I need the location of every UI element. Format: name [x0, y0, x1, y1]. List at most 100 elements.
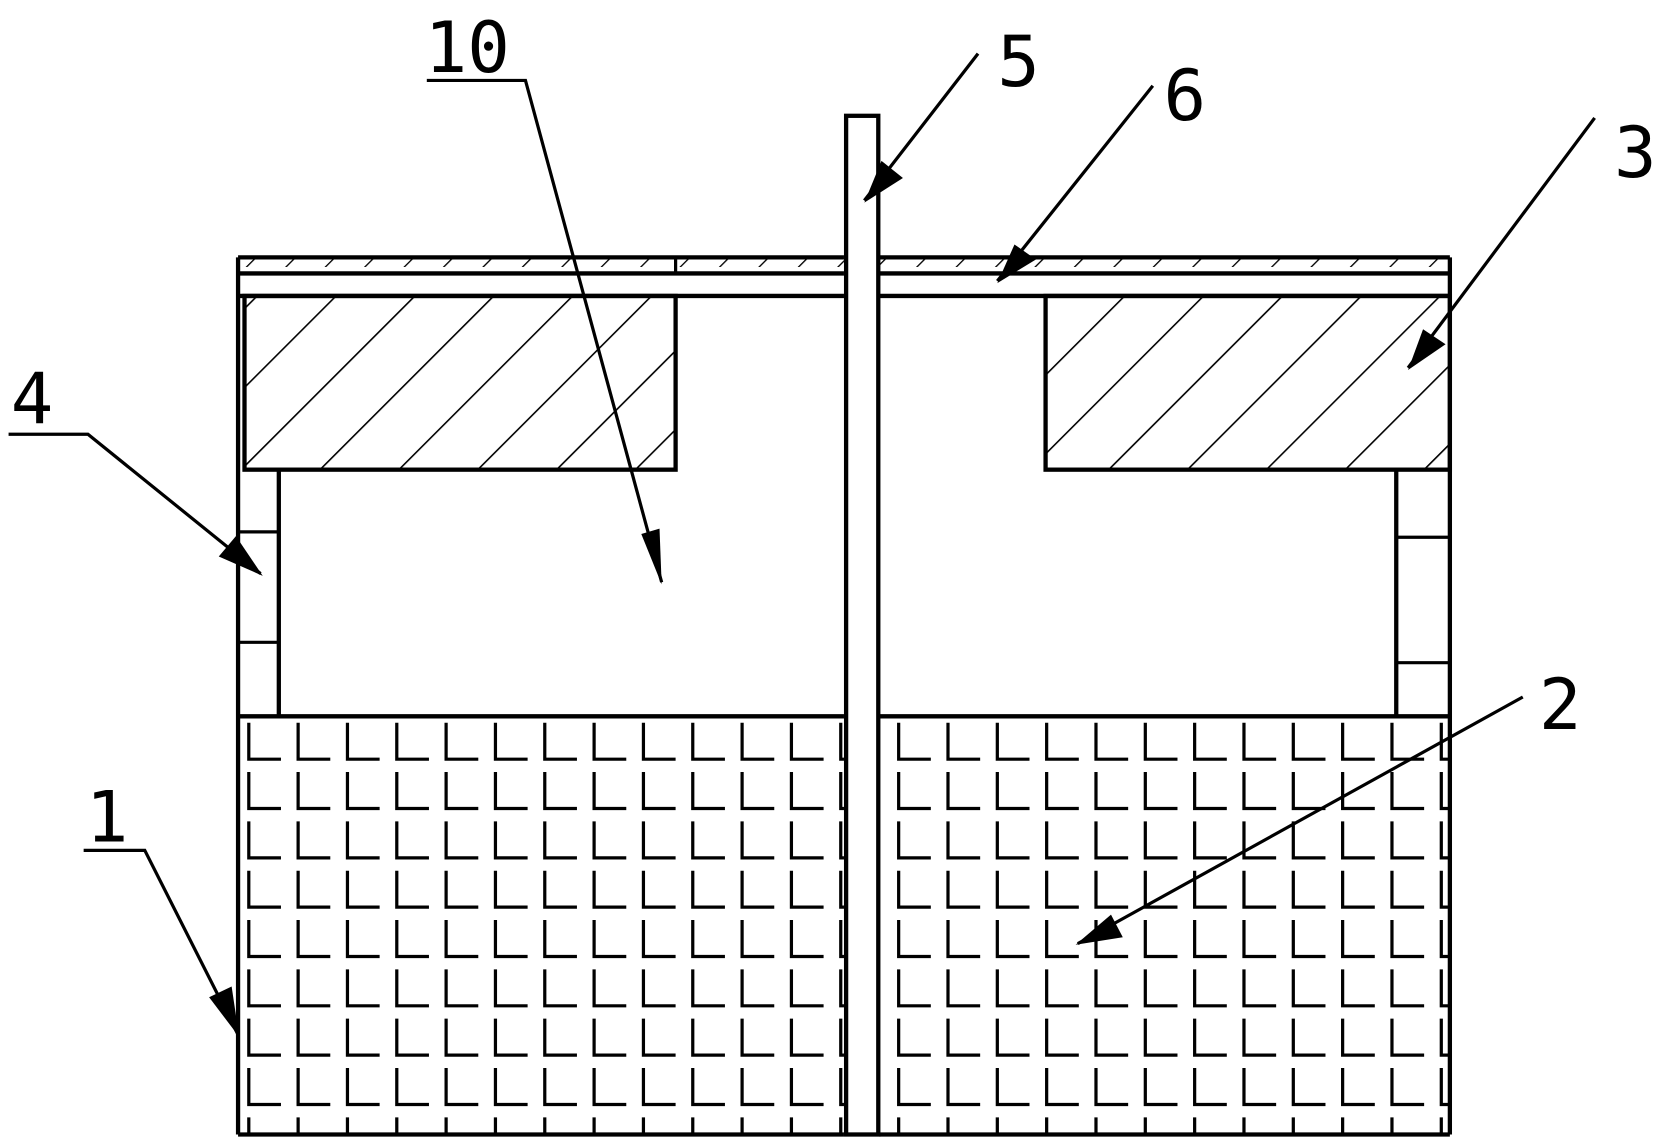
leader-4 — [8, 432, 262, 575]
grid-cell — [592, 969, 627, 1008]
grid-cell — [493, 722, 528, 761]
leader-10 — [426, 78, 664, 583]
grid-cell — [444, 870, 479, 909]
grid-cell — [1390, 870, 1425, 909]
grid-cell — [592, 772, 627, 811]
grid-cell — [740, 969, 775, 1008]
grid-cell — [1291, 1117, 1295, 1135]
grid-cell — [1390, 969, 1425, 1008]
grid-cell — [1242, 1117, 1246, 1135]
grid-cell — [691, 969, 725, 1008]
grid-cell — [641, 821, 676, 860]
grid-cell — [493, 1018, 528, 1057]
grid-cell — [839, 870, 844, 909]
grid-cell — [493, 821, 528, 860]
grid-cell — [395, 1068, 429, 1107]
grid-cell — [296, 969, 331, 1008]
grid-cell — [345, 1068, 380, 1107]
arrowhead-1 — [209, 986, 240, 1037]
hatched-block-left — [242, 293, 678, 472]
grid-cell — [493, 969, 528, 1008]
grid-cell — [592, 870, 627, 909]
grid-cell — [543, 722, 577, 761]
grid-cell — [1291, 772, 1326, 811]
grid-cell — [1439, 920, 1450, 959]
grid-cell — [839, 920, 844, 959]
grid-cell — [789, 870, 824, 909]
grid-cell — [789, 1018, 824, 1057]
grid-cell — [395, 1117, 399, 1135]
side-wall-right — [1394, 469, 1450, 717]
grid-cell — [946, 1018, 981, 1057]
grid-cell — [839, 1117, 843, 1135]
grid-cell — [641, 1117, 646, 1135]
grid-cell — [897, 920, 931, 959]
grid-cell — [789, 1117, 794, 1135]
grid-cell — [1439, 772, 1450, 811]
arrowhead-3 — [1408, 329, 1446, 370]
grid-cell — [1143, 722, 1178, 761]
grid-cell — [395, 969, 429, 1008]
grid-cell — [641, 722, 676, 761]
leader-3 — [1406, 116, 1596, 369]
grid-cell — [995, 722, 1030, 761]
grid-cell — [1291, 821, 1326, 860]
grid-cell — [1045, 870, 1079, 909]
grid-cell — [395, 722, 429, 761]
grid-cell — [247, 969, 281, 1008]
grid-cell — [1439, 1117, 1443, 1135]
grid-cell — [1094, 772, 1129, 811]
callout-1: 1 — [86, 776, 129, 859]
grid-cell — [247, 1018, 281, 1057]
grid-cell — [1193, 821, 1227, 860]
grid-cell — [946, 1068, 981, 1107]
grid-cell — [444, 1117, 448, 1135]
grid-cell — [1242, 969, 1277, 1008]
grid-cell — [1143, 1117, 1147, 1135]
grid-cell — [296, 1068, 331, 1107]
grid-cell — [1193, 870, 1227, 909]
grid-cell — [493, 772, 528, 811]
grid-cell — [247, 772, 281, 811]
grid-cell — [1291, 969, 1326, 1008]
callout-labels: 10 5 6 3 4 2 1 — [11, 6, 1657, 859]
grid-cell — [345, 969, 380, 1008]
grid-cell — [995, 821, 1030, 860]
grid-cell — [1390, 1117, 1394, 1135]
callout-6: 6 — [1164, 54, 1207, 137]
grid-cell — [946, 1117, 950, 1135]
grid-cell — [995, 969, 1030, 1008]
grid-cell — [444, 772, 479, 811]
grid-cell — [1143, 969, 1178, 1008]
grid-cell — [1341, 1068, 1375, 1107]
grid-cell — [345, 772, 380, 811]
grid-cell — [345, 920, 380, 959]
grid-cell — [1143, 1018, 1178, 1057]
grid-cell — [444, 722, 479, 761]
grid-cell — [897, 969, 931, 1008]
grid-cell — [1045, 1117, 1049, 1135]
grid-cell — [1439, 722, 1450, 761]
grid-cell — [395, 870, 429, 909]
grid-cell — [592, 920, 627, 959]
grid-cell — [296, 772, 331, 811]
grid-cell — [946, 969, 981, 1008]
grid-cell — [1143, 772, 1178, 811]
grid-cell — [995, 870, 1030, 909]
grid-cell — [1193, 1117, 1197, 1135]
grid-cell — [1341, 821, 1375, 860]
grid-cell — [691, 1117, 695, 1135]
grid-cell — [1341, 1117, 1345, 1135]
grid-cell — [839, 1018, 844, 1057]
grid-cell — [444, 821, 479, 860]
grid-cell — [839, 772, 844, 811]
grid-cell — [493, 870, 528, 909]
grid-cell — [1291, 920, 1326, 959]
grid-cell — [839, 969, 844, 1008]
grid-cell — [691, 870, 725, 909]
grid-cell — [1439, 870, 1450, 909]
grid-cell — [543, 920, 577, 959]
grid-cell — [1143, 920, 1178, 959]
grid-cell — [1193, 772, 1227, 811]
